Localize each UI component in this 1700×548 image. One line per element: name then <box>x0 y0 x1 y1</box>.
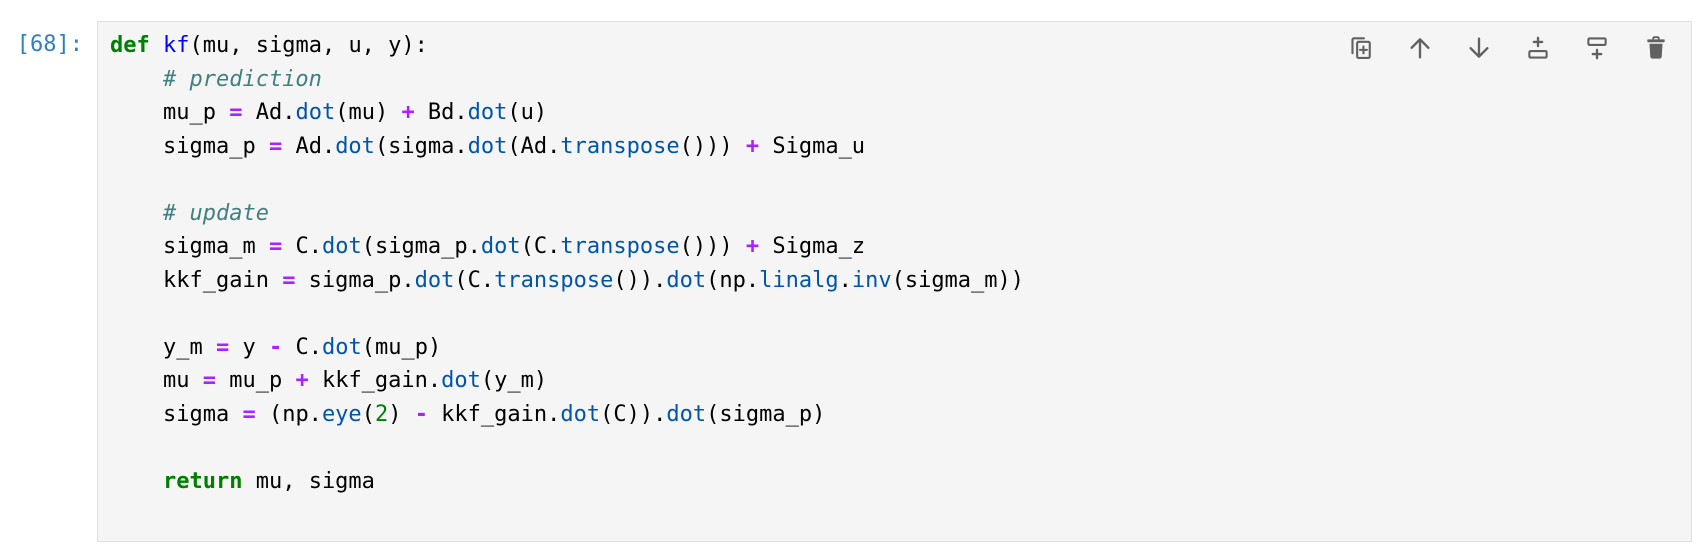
duplicate-cell-icon <box>1347 34 1375 62</box>
delete-cell-button[interactable] <box>1641 33 1671 63</box>
code-editor[interactable]: def kf(mu, sigma, u, y): # prediction mu… <box>97 21 1692 542</box>
insert-below-icon <box>1583 34 1611 62</box>
arrow-down-icon <box>1465 34 1493 62</box>
execution-count: [68]: <box>16 32 83 57</box>
cell-toolbar <box>1346 33 1671 63</box>
insert-cell-below-button[interactable] <box>1582 33 1612 63</box>
arrow-up-icon <box>1406 34 1434 62</box>
insert-cell-above-button[interactable] <box>1523 33 1553 63</box>
move-cell-down-button[interactable] <box>1464 33 1494 63</box>
move-cell-up-button[interactable] <box>1405 33 1435 63</box>
code-content[interactable]: def kf(mu, sigma, u, y): # prediction mu… <box>110 33 1025 494</box>
insert-above-icon <box>1524 34 1552 62</box>
trash-icon <box>1642 34 1670 62</box>
duplicate-cell-button[interactable] <box>1346 33 1376 63</box>
